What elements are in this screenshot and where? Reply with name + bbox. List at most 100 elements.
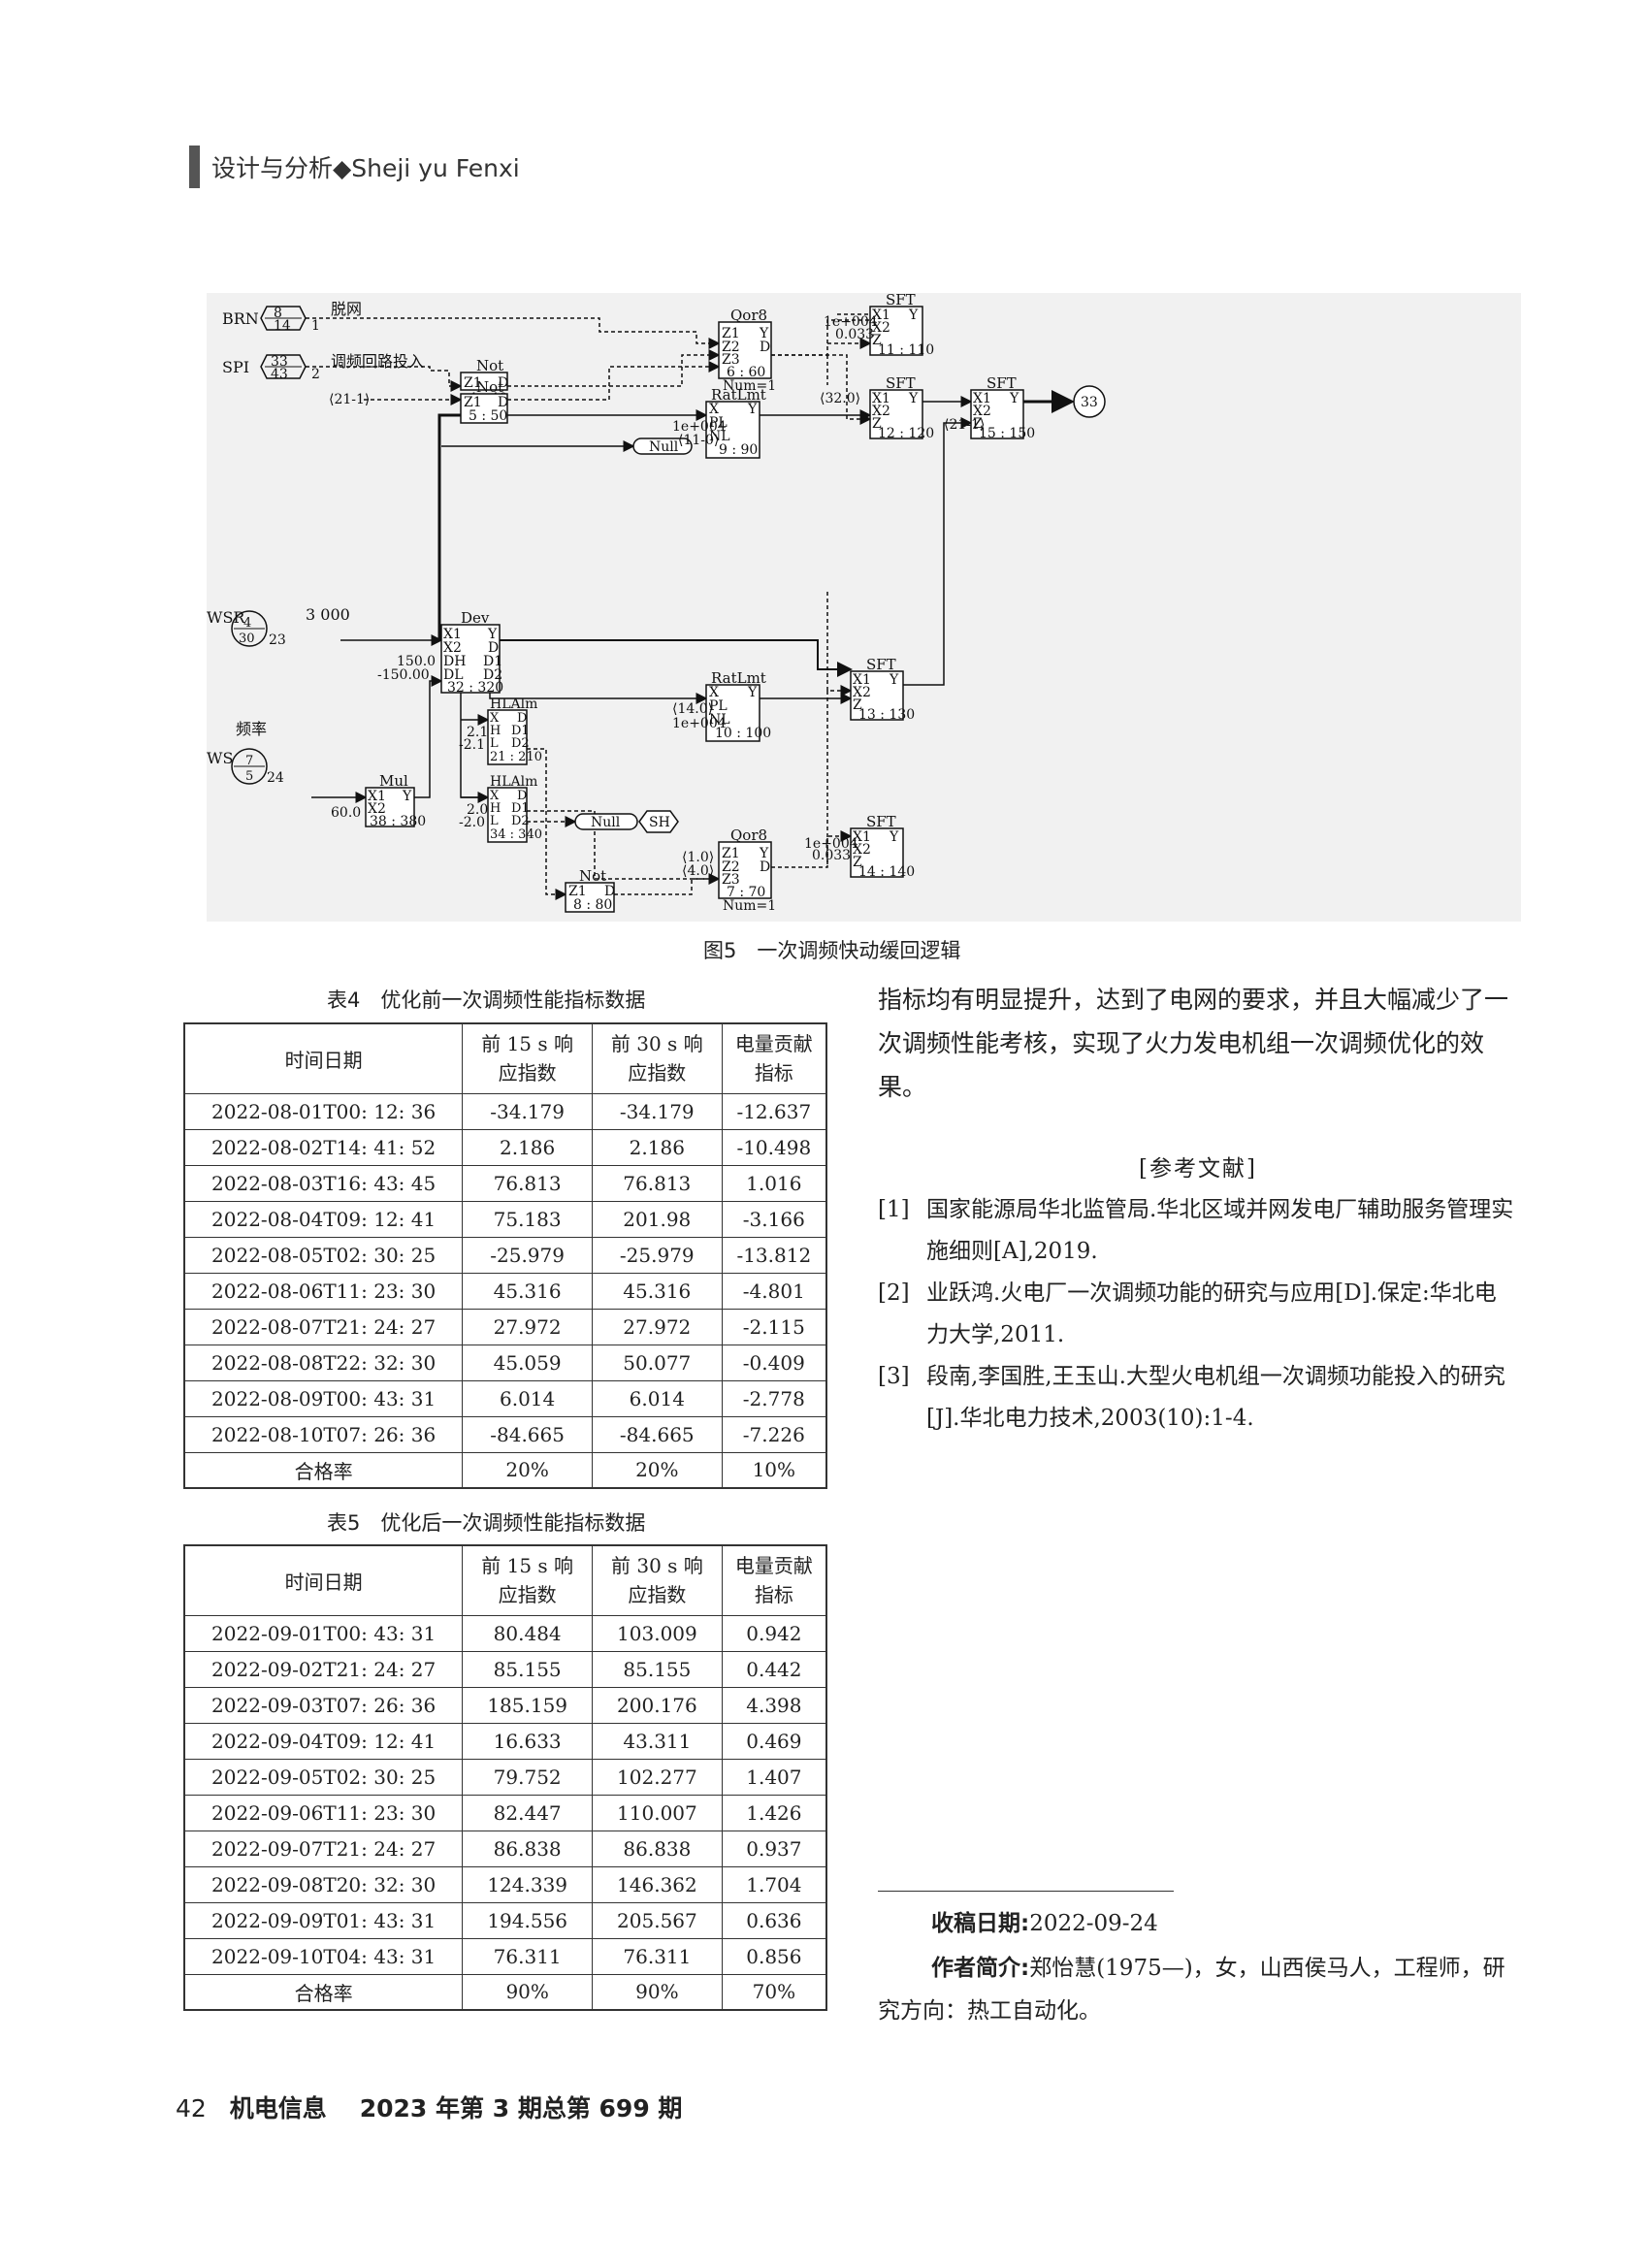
cell-30s: 27.972 xyxy=(591,1308,723,1345)
reference-number: [1] xyxy=(878,1197,910,1222)
input-spi-n2: 43 xyxy=(271,367,288,382)
input-brn-label: 脱网 xyxy=(331,300,362,318)
cell-date: 2022-09-10T04: 43: 31 xyxy=(183,1937,464,1975)
cell-date: 2022-08-06T11: 23: 30 xyxy=(183,1272,464,1310)
not1-port-z1: Z1 xyxy=(464,375,482,391)
footnote-rule xyxy=(878,1891,1174,1892)
cell-15s: 2.186 xyxy=(462,1128,593,1166)
cell-energy: 4.398 xyxy=(721,1686,827,1724)
cell-15s: 45.316 xyxy=(462,1272,593,1310)
dev-port-dl: DL xyxy=(443,667,464,683)
cell-15s: 185.159 xyxy=(462,1686,594,1724)
cell-energy: 0.636 xyxy=(721,1901,827,1939)
qor2-id: 7 : 70 xyxy=(727,885,765,900)
rat2-id: 10 : 100 xyxy=(715,726,771,741)
constants: ⟨21-1⟩ ⟨21-1⟩ ⟨32.0⟩ ⟨11-0⟩ 1e+004 1e+00… xyxy=(329,314,985,879)
table5-header-30s: 前 30 s 响应指数 xyxy=(592,1544,723,1616)
cell-15s: 45.059 xyxy=(462,1344,593,1381)
sft11-id: 11 : 110 xyxy=(878,342,934,358)
table4-header-energy: 电量贡献指标 xyxy=(721,1022,827,1094)
cell-energy: -4.801 xyxy=(721,1272,827,1310)
cell-15s: 79.752 xyxy=(462,1758,594,1796)
rat1-title: RatLmt xyxy=(711,386,766,404)
qor2-port-z1: Z1 xyxy=(722,846,740,861)
cell-date: 2022-09-03T07: 26: 36 xyxy=(183,1686,464,1724)
cell-15s: 75.183 xyxy=(462,1200,593,1238)
sft15-port-x2: X2 xyxy=(973,404,991,419)
cell-30s: 45.316 xyxy=(591,1272,723,1310)
const-dh: 150.0 xyxy=(397,654,436,669)
dev-port-x1: X1 xyxy=(443,627,462,642)
cell-30s: -34.179 xyxy=(591,1092,723,1130)
hla2-id: 34 : 340 xyxy=(490,827,542,842)
hla2-port-h: H xyxy=(490,801,501,816)
const-11: ⟨11-0⟩ xyxy=(678,433,719,448)
cell-15s: 124.339 xyxy=(462,1865,594,1903)
qor2-port-z3: Z3 xyxy=(722,872,740,888)
block-qor2: Qor8 Z1 Y Z2 D Z3 7 : 70 Num=1 xyxy=(718,826,776,914)
sft13-port-x1: X1 xyxy=(853,672,871,688)
input-wsr-n1: 4 xyxy=(243,616,251,631)
rat1-port-y: Y xyxy=(747,402,758,417)
cell-30s: 50.077 xyxy=(591,1344,723,1381)
cell-energy: -0.409 xyxy=(721,1344,827,1381)
cell-30s: 146.362 xyxy=(592,1865,723,1903)
sft14-port-z: Z xyxy=(853,855,862,870)
not3-title: Not xyxy=(579,867,606,885)
qor1-port-d: D xyxy=(760,340,770,355)
block-not2: Not Z1 D 5 : 50 xyxy=(460,378,508,424)
const-l2: -2.0 xyxy=(459,815,485,830)
const-1-0: ⟨1.0⟩ xyxy=(682,850,714,865)
sft13-id: 13 : 130 xyxy=(858,707,915,723)
not2-title: Not xyxy=(476,378,503,396)
cell-date: 合格率 xyxy=(183,1451,464,1489)
reference-item: [1] 国家能源局华北监管局.华北区域并网发电厂辅助服务管理实施细则[A],20… xyxy=(878,1189,1518,1273)
sft13-port-z: Z xyxy=(853,697,862,713)
sft13-port-x2: X2 xyxy=(853,685,871,700)
reference-number: [2] xyxy=(878,1280,910,1306)
cell-30s: 6.014 xyxy=(591,1379,723,1417)
wires xyxy=(306,313,1075,900)
cell-date: 合格率 xyxy=(183,1973,464,2011)
input-wsr: WSR 4 30 23 3 000 xyxy=(207,605,350,648)
block-sft15: SFT X1 Y X2 Z 15 : 150 xyxy=(970,374,1035,441)
cell-15s: -84.665 xyxy=(462,1415,593,1453)
reference-text: 业跃鸿.火电厂一次调频功能的研究与应用[D].保定:华北电力大学,2011. xyxy=(926,1280,1497,1347)
qor2-port-y: Y xyxy=(759,846,769,861)
running-header: 设计与分析◆Sheji yu Fenxi xyxy=(189,146,520,188)
cell-energy: 1.426 xyxy=(721,1794,827,1831)
block-ratlmt2: RatLmt X Y PL NL 10 : 100 xyxy=(705,669,771,742)
sft15-port-z: Z xyxy=(973,416,983,432)
cell-15s: 80.484 xyxy=(462,1614,594,1652)
cell-15s: 86.838 xyxy=(462,1830,594,1867)
cell-energy: -13.812 xyxy=(721,1236,827,1274)
cell-energy: 0.937 xyxy=(721,1830,827,1867)
table4: 时间日期 前 15 s 响应指数 前 30 s 响应指数 电量贡献指标 2022… xyxy=(183,1022,827,1489)
received-label: 收稿日期: xyxy=(931,1911,1030,1936)
cell-30s: 103.009 xyxy=(592,1614,723,1652)
cell-30s: 2.186 xyxy=(591,1128,723,1166)
not2-id: 5 : 50 xyxy=(469,408,507,424)
cell-15s: 85.155 xyxy=(462,1650,594,1688)
sft11-port-x1: X1 xyxy=(872,308,890,323)
sft15-port-x1: X1 xyxy=(973,391,991,406)
cell-15s: 27.972 xyxy=(462,1308,593,1345)
sft14-port-y: Y xyxy=(889,829,899,845)
not2-port-z1: Z1 xyxy=(464,395,482,410)
mul-title: Mul xyxy=(379,772,408,790)
cell-15s: -25.979 xyxy=(462,1236,593,1274)
sft12-title: SFT xyxy=(886,374,916,392)
cell-date: 2022-09-02T21: 24: 27 xyxy=(183,1650,464,1688)
block-sft11: SFT X1 Y X2 Z 11 : 110 xyxy=(869,293,934,358)
cell-30s: 76.813 xyxy=(591,1164,723,1202)
input-ws-n2: 5 xyxy=(245,769,253,784)
cell-energy: 1.704 xyxy=(721,1865,827,1903)
